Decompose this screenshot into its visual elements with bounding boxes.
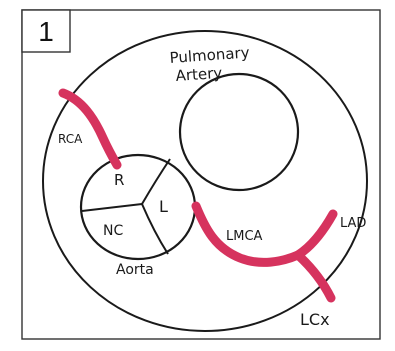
cusp-r-label: R [114, 171, 124, 189]
artery-label: Artery [175, 64, 223, 85]
lcx-vessel [293, 250, 336, 303]
cusp-nc-label: NC [103, 223, 123, 239]
divider-nc-l [141, 203, 169, 255]
cusp-l-label: L [159, 197, 168, 216]
panel-number-box [21, 9, 71, 53]
rca-label: RCA [58, 132, 83, 146]
cusp-dividers [81, 158, 171, 255]
lmca-label: LMCA [226, 229, 263, 244]
lad-label: LAD [340, 216, 366, 231]
pulmonary-artery-circle [178, 72, 300, 192]
pulmonary-label: Pulmonary [169, 43, 250, 67]
divider-r-l [141, 158, 171, 205]
lmca-vessel [191, 201, 303, 267]
outer-circle [42, 30, 368, 332]
aorta-label: Aorta [116, 262, 154, 278]
rca-vessel [58, 88, 122, 170]
panel-number: 1 [38, 16, 54, 47]
lcx-label: LCx [300, 310, 330, 329]
coronary-arteries [58, 88, 338, 303]
divider-r-nc [81, 203, 143, 212]
